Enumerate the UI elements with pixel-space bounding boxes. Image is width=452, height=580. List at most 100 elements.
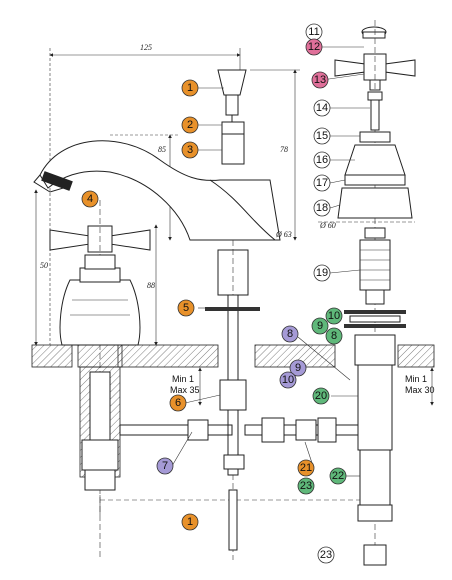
callout-leaders (171, 46, 370, 477)
callout-22: 22 (329, 467, 347, 485)
callout-9: 9 (311, 317, 329, 335)
lift-rod-knob (217, 69, 247, 130)
dim-max-left: Max 35 (170, 385, 200, 395)
callout-circle (313, 151, 331, 169)
callout-13: 13 (311, 71, 329, 89)
callout-number: 15 (316, 130, 328, 142)
callout-number: 23 (320, 549, 332, 561)
callout-17: 17 (313, 174, 331, 192)
dim-height-right: 78 (280, 145, 288, 154)
callout-1: 1 (181, 79, 199, 97)
callout-circle (181, 116, 199, 134)
callout-8: 8 (325, 327, 343, 345)
callout-11: 11 (305, 23, 323, 41)
callout-circle (177, 299, 195, 317)
callout-18: 18 (313, 199, 331, 217)
callout-number: 18 (316, 202, 328, 214)
callout-circle (81, 190, 99, 208)
callout-circle (311, 317, 329, 335)
right-cartridge (359, 227, 391, 305)
countertop-right (397, 344, 435, 368)
callout-number: 5 (183, 302, 189, 314)
callout-20: 20 (312, 387, 330, 405)
callout-number: 8 (331, 330, 337, 342)
callout-circle (281, 325, 299, 343)
left-shroud (59, 254, 141, 346)
callout-10: 10 (279, 371, 297, 389)
callout-circle (325, 327, 343, 345)
callout-10: 10 (325, 307, 343, 325)
right-washers (344, 310, 406, 328)
right-valve-body (354, 334, 396, 566)
callout-number: 9 (295, 362, 301, 374)
callout-number: 10 (328, 310, 340, 322)
callout-number: 16 (316, 154, 328, 166)
callout-circle (156, 457, 174, 475)
callout-23: 23 (297, 477, 315, 495)
callout-number: 2 (187, 119, 193, 131)
lift-rod-sleeve (221, 121, 245, 165)
callout-number: 4 (87, 193, 93, 205)
callout-number: 22 (332, 470, 344, 482)
callout-circle (329, 467, 347, 485)
callout-circle (181, 513, 199, 531)
callout-15: 15 (313, 127, 331, 145)
callout-1: 1 (181, 513, 199, 531)
right-shroud (337, 131, 413, 219)
callout-number: 7 (162, 460, 168, 472)
callout-23: 23 (317, 546, 335, 564)
right-spindle (367, 91, 383, 131)
callout-7: 7 (156, 457, 174, 475)
callout-number: 8 (287, 328, 293, 340)
callout-6: 6 (169, 394, 187, 412)
right-handle-cap (361, 26, 387, 39)
callout-3: 3 (181, 141, 199, 159)
callout-9: 9 (289, 359, 307, 377)
callout-number: 10 (282, 374, 294, 386)
dim-diameter-right: Ø 60 (319, 221, 336, 230)
dim-min-left: Min 1 (172, 374, 194, 384)
callout-circle (313, 264, 331, 282)
callout-21: 21 (297, 459, 315, 477)
callout-number: 12 (308, 41, 320, 53)
dim-height-mid: 88 (147, 281, 155, 290)
callout-5: 5 (177, 299, 195, 317)
callout-number: 17 (316, 177, 328, 189)
callout-circle (181, 79, 199, 97)
callout-circle (279, 371, 297, 389)
callout-14: 14 (313, 99, 331, 117)
callout-number: 13 (314, 74, 326, 86)
callout-number: 6 (175, 397, 181, 409)
callout-circle (313, 99, 331, 117)
right-connector-pipe (244, 417, 359, 443)
callout-circle (305, 38, 323, 56)
countertop-left (31, 344, 336, 368)
callout-circle (313, 174, 331, 192)
dim-width-top: 125 (140, 43, 152, 52)
callout-16: 16 (313, 151, 331, 169)
callout-circle (311, 71, 329, 89)
callout-8: 8 (281, 325, 299, 343)
centre-tail (205, 240, 260, 560)
dim-diameter-base: Ø 63 (275, 230, 292, 239)
callout-circle (313, 199, 331, 217)
callout-bubbles: 1234567891010981112131415161718192021222… (81, 23, 347, 564)
callout-circle (169, 394, 187, 412)
callout-number: 19 (316, 267, 328, 279)
dim-max-right: Max 30 (405, 385, 435, 395)
callout-number: 23 (300, 480, 312, 492)
callout-19: 19 (313, 264, 331, 282)
callout-2: 2 (181, 116, 199, 134)
callout-number: 9 (317, 320, 323, 332)
callout-number: 20 (315, 390, 327, 402)
spout-body (33, 140, 281, 241)
callout-number: 21 (300, 462, 312, 474)
callout-number: 11 (308, 26, 319, 38)
callout-circle (297, 477, 315, 495)
callout-number: 14 (316, 102, 328, 114)
callout-number: 3 (187, 144, 193, 156)
dim-height-left: 50 (40, 261, 48, 270)
left-valve-body (77, 344, 123, 491)
